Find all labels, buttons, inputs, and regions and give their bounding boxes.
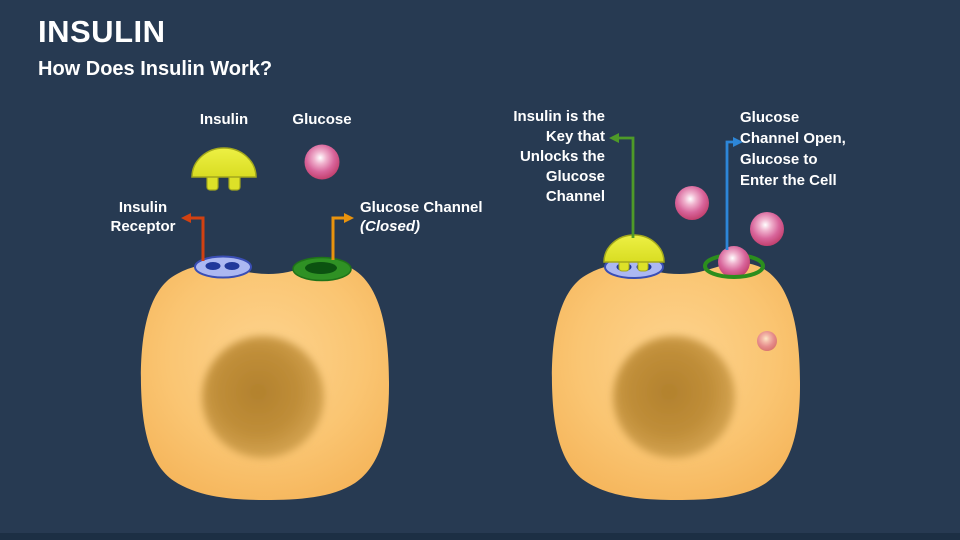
label-line: Insulin <box>118 199 168 216</box>
label-line: Channel <box>545 188 605 205</box>
cell-nucleus <box>613 336 735 458</box>
insulin-key-arrow <box>609 133 635 238</box>
label-line: Glucose <box>740 109 800 126</box>
insulin-receptor-icon <box>194 255 252 279</box>
insulin-label: Insulin <box>199 111 249 128</box>
label-line: Glucose to <box>740 151 818 168</box>
insulin-receptor-label: Insulin Receptor <box>98 198 188 236</box>
glucose-icon <box>304 144 340 180</box>
glucose-icon <box>718 246 750 278</box>
label-line: Enter the Cell <box>740 172 837 189</box>
glucose-channel-open-icon <box>703 246 765 279</box>
label-line: Key that <box>545 128 605 145</box>
glucose-inside-cell-icon <box>757 331 777 351</box>
page-title: INSULIN <box>38 14 166 49</box>
glucose-channel-closed-label: Glucose Channel (Closed) <box>360 198 500 236</box>
insulin-key-label: Insulin is the Key that Unlocks the Gluc… <box>475 107 605 207</box>
cell-nucleus <box>202 336 324 458</box>
label-line: (Closed) <box>360 218 420 235</box>
glucose-icon <box>750 212 784 246</box>
glucose-icon <box>675 186 709 220</box>
page-subtitle: How Does Insulin Work? <box>38 58 273 80</box>
open-channel-arrow <box>725 137 743 250</box>
insulin-docked-on-receptor-icon <box>603 234 665 279</box>
label-line: Glucose <box>545 168 605 185</box>
glucose-label: Glucose <box>292 111 352 128</box>
right-cell-diagram <box>551 133 800 500</box>
receptor-arrow <box>181 213 205 261</box>
left-cell-diagram <box>140 144 389 500</box>
label-line: Unlocks the <box>519 148 605 165</box>
label-line: Channel Open, <box>740 130 846 147</box>
glucose-channel-open-label: Glucose Channel Open, Glucose to Enter t… <box>740 107 880 191</box>
bottom-bar <box>0 533 960 540</box>
insulin-icon <box>191 147 257 191</box>
label-line: Glucose Channel <box>360 199 483 216</box>
label-line: Insulin is the <box>513 108 605 125</box>
channel-arrow <box>331 213 354 260</box>
label-line: Receptor <box>110 218 176 235</box>
glucose-channel-closed-icon <box>292 256 352 282</box>
